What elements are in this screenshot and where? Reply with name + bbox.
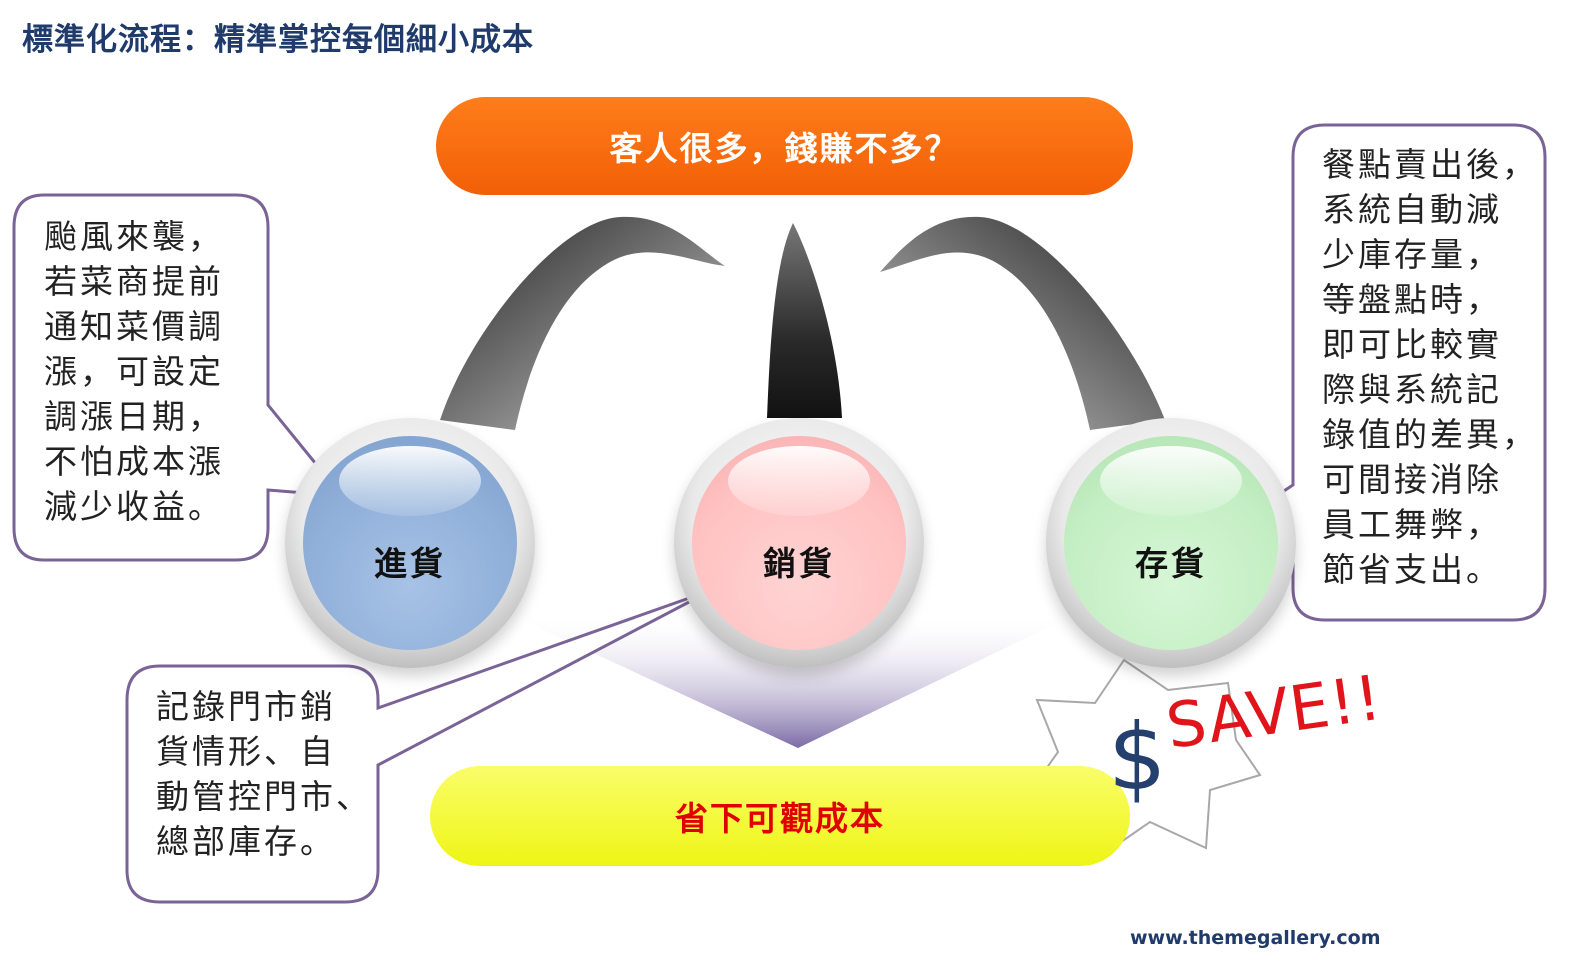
orb-label: 進貨 — [374, 544, 446, 583]
orb-sales: 銷貨 — [674, 418, 924, 668]
left-horn — [440, 216, 725, 430]
right-horn — [880, 216, 1165, 430]
orb-purchasing: 進貨 — [285, 418, 535, 668]
page-title: 標準化流程：精準掌控每個細小成本 — [22, 22, 534, 58]
right-callout-text: 餐點賣出後， 系統自動減 少庫存量， 等盤點時， 即可比較實 際與系統記 錄值的… — [1322, 145, 1538, 589]
top-banner: 客人很多，錢賺不多？ — [436, 97, 1133, 195]
orb-label: 存貨 — [1135, 544, 1207, 583]
dollar-symbol: $ — [1108, 704, 1167, 811]
bottom-callout-bubble — [125, 588, 713, 904]
left-callout-text: 颱風來襲， 若菜商提前 通知菜價調 漲，可設定 調漲日期， 不怕成本漲 減少收益… — [44, 217, 224, 526]
middle-horn — [767, 223, 842, 418]
save-star-badge — [1022, 658, 1262, 862]
bottom-callout-text: 記錄門市銷 貨情形、自 動管控門市、 總部庫存。 — [156, 687, 372, 861]
orb-label: 銷貨 — [763, 544, 835, 583]
left-callout-bubble — [12, 193, 346, 562]
right-callout-bubble — [1236, 123, 1547, 622]
funnel-shape — [505, 612, 1080, 748]
orb-inventory: 存貨 — [1046, 418, 1296, 668]
bottom-banner: 省下可觀成本 — [430, 766, 1130, 866]
footer-url: www.themegallery.com — [1130, 927, 1381, 949]
